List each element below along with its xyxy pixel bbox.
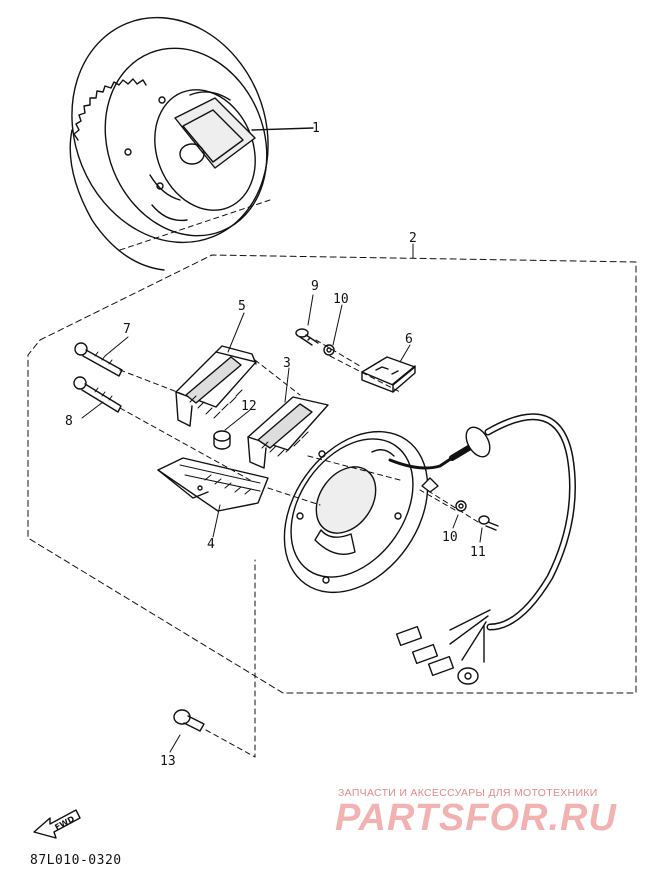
callout-6: 6 [405,332,413,347]
watermark-subtitle: ЗАПЧАСТИ И АКСЕССУАРЫ ДЛЯ МОТОТЕХНИКИ [338,787,598,799]
coil-part-3 [247,396,329,469]
fwd-arrow-icon: FWD [33,809,81,839]
callout-10-lower: 10 [442,530,458,545]
callout-11: 11 [470,545,486,560]
callout-13: 13 [160,754,176,769]
wire-harness [388,413,576,685]
callout-2: 2 [409,231,417,246]
callout-12: 12 [241,399,257,414]
coil-part-5 [175,345,257,427]
washer-part-10-lower [455,500,467,512]
pickup-coil-part-4 [157,457,269,512]
washer-part-10-upper [323,344,335,356]
screw-part-9 [295,328,319,346]
drawing-code: 87L010-0320 [30,853,122,868]
stator-base-plate [283,430,429,594]
flywheel-rotor [69,16,269,271]
spacer-part-12 [213,430,231,450]
callout-5: 5 [238,299,246,314]
callout-3: 3 [283,356,291,371]
clamp-part-6 [361,356,416,393]
callout-8: 8 [65,414,73,429]
callout-1: 1 [312,121,320,136]
callout-4: 4 [207,537,215,552]
bolt-part-8 [73,376,122,413]
bolt-part-13 [173,709,205,732]
screw-part-11 [478,515,499,531]
watermark-brand: PARTSFOR.RU [335,797,617,839]
stator-assembly-outline [27,254,637,694]
callout-10-upper: 10 [333,292,349,307]
bolt-part-7 [74,342,123,377]
callout-9: 9 [311,279,319,294]
callout-7: 7 [123,322,131,337]
